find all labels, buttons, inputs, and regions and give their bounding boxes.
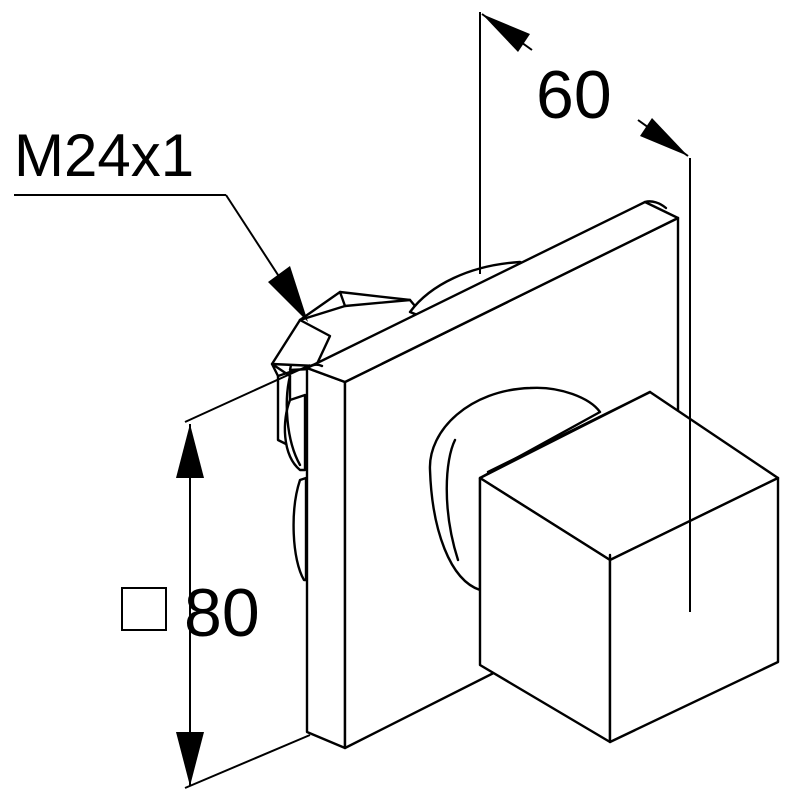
handle-cube	[478, 390, 780, 744]
thread-arrow	[268, 266, 308, 322]
thread-label: M24x1	[14, 122, 194, 189]
size-arrow-top	[176, 424, 204, 478]
depth-label: 60	[536, 57, 612, 133]
dimension-size: 80	[121, 364, 311, 789]
size-label: 80	[184, 575, 260, 651]
dimension-thread: M24x1	[14, 122, 308, 322]
size-arrow-bottom	[176, 732, 204, 786]
cylinder-boss	[428, 386, 602, 592]
square-symbol	[121, 587, 167, 631]
dimension-depth: 60	[479, 12, 691, 612]
depth-arrow-start	[482, 14, 530, 52]
depth-arrow-end	[640, 118, 688, 156]
